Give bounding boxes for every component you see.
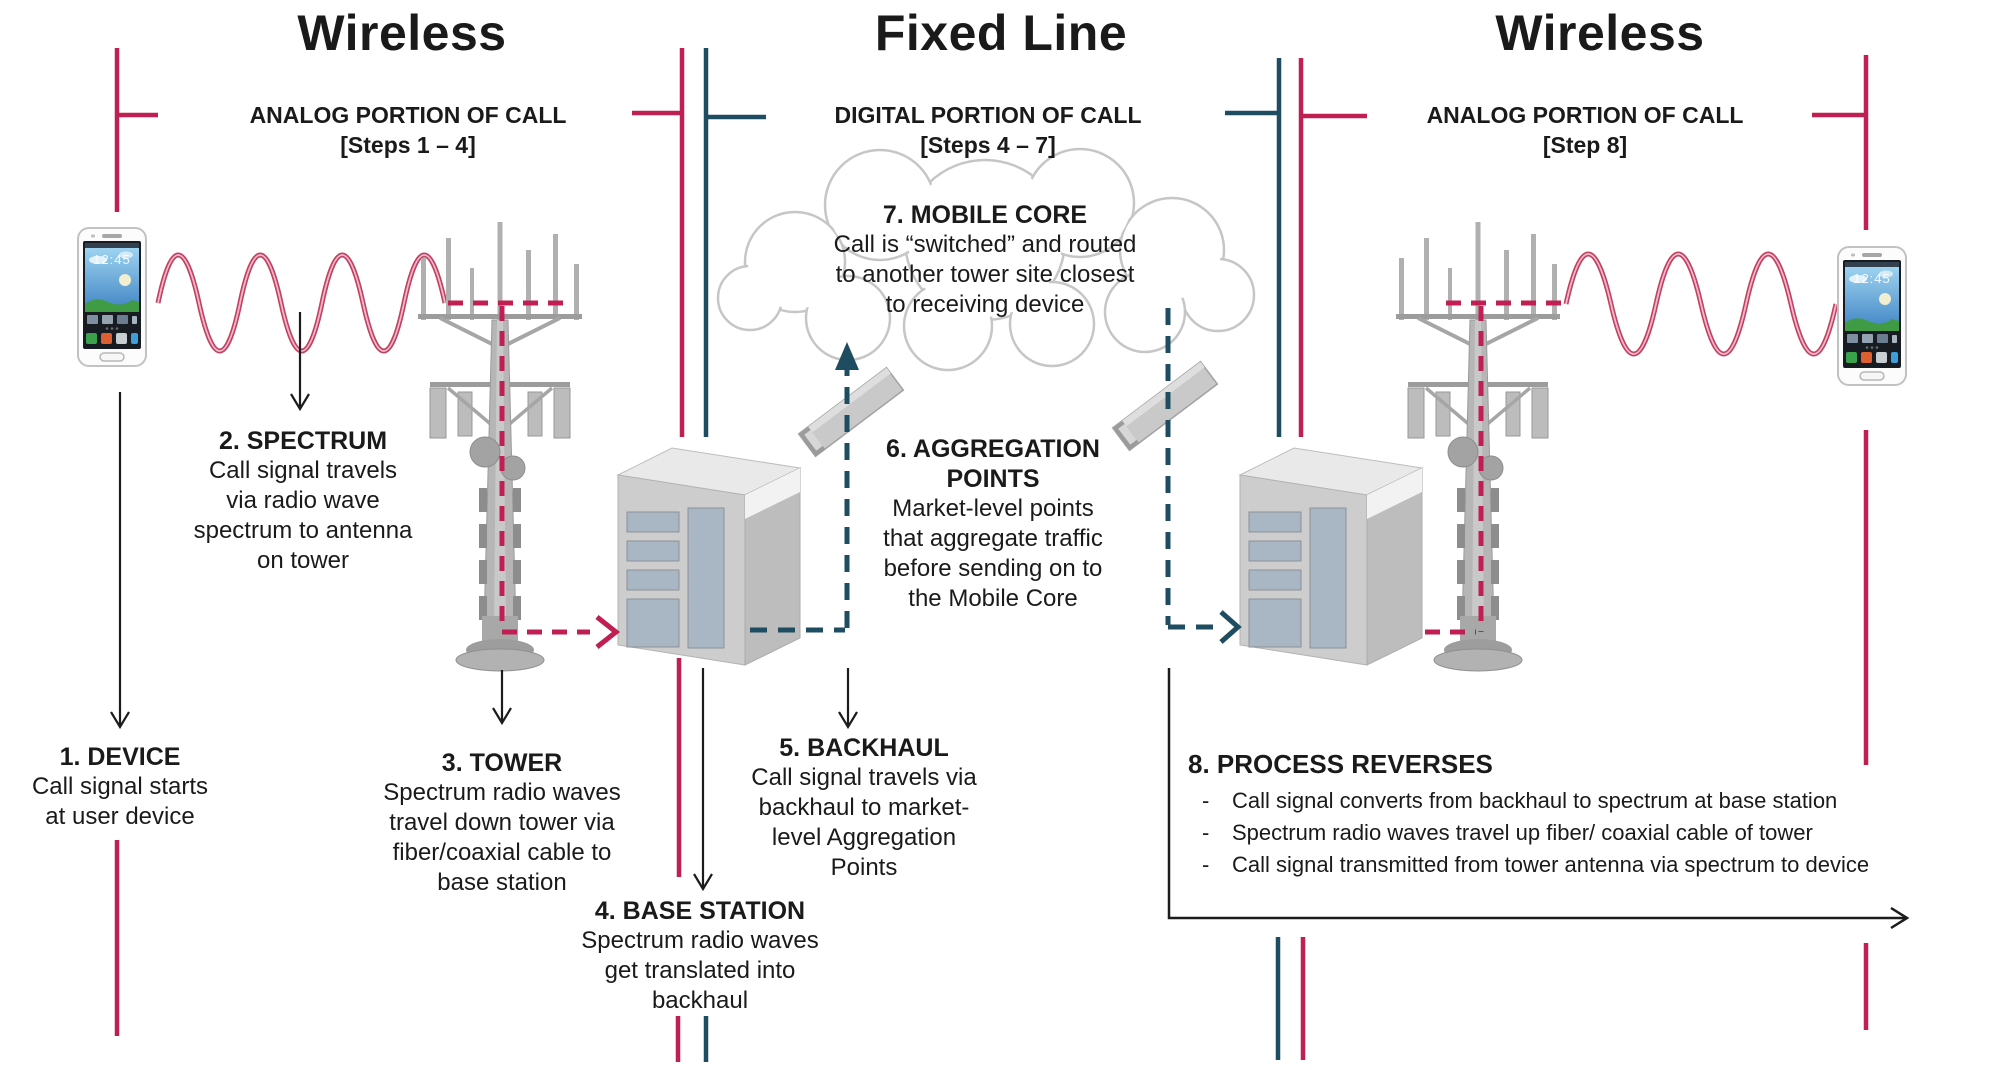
step-3-tower: 3. TOWER Spectrum radio waves travel dow… bbox=[383, 748, 620, 898]
bullet-dash: - bbox=[1202, 820, 1210, 845]
subtitle-line: [Steps 1 – 4] bbox=[340, 132, 476, 158]
step-2-spectrum: 2. SPECTRUM Call signal travels via radi… bbox=[194, 426, 413, 576]
step-6-aggregation-points: 6. AGGREGATION POINTS Market-level point… bbox=[883, 434, 1103, 614]
step-line: fiber/coaxial cable to bbox=[392, 839, 612, 866]
step-line: Call signal starts bbox=[31, 773, 209, 800]
step-line: base station bbox=[437, 869, 567, 896]
step-heading: 5. BACKHAUL bbox=[779, 734, 949, 762]
step-line: Spectrum radio waves bbox=[581, 927, 819, 954]
red-arrowhead-icon bbox=[595, 615, 621, 649]
arrow-down-icon bbox=[693, 668, 713, 892]
process-reverses-arrow bbox=[1167, 668, 1910, 930]
smartphone-icon bbox=[1837, 246, 1907, 386]
step-line: Call signal travels via bbox=[751, 764, 977, 791]
section-subtitle-right: ANALOG PORTION OF CALL [Step 8] bbox=[1427, 100, 1744, 160]
aggregation-point-icon bbox=[1111, 360, 1219, 452]
step-line: before sending on to bbox=[883, 555, 1103, 582]
step-heading: 7. MOBILE CORE bbox=[882, 201, 1088, 229]
bullet-text: Call signal converts from backhaul to sp… bbox=[1232, 788, 1838, 813]
step-8-process-reverses: 8. PROCESS REVERSES - Call signal conver… bbox=[1188, 748, 1869, 881]
bullet-text: Spectrum radio waves travel up fiber/ co… bbox=[1232, 820, 1813, 845]
phone-clock: 12:45 bbox=[1853, 271, 1891, 286]
step-heading: 8. PROCESS REVERSES bbox=[1188, 749, 1493, 779]
section-subtitle-middle: DIGITAL PORTION OF CALL [Steps 4 – 7] bbox=[834, 100, 1141, 160]
digital-boundary-lines-teal bbox=[703, 48, 1282, 1062]
step-heading: POINTS bbox=[946, 465, 1040, 493]
red-dashed-path bbox=[448, 300, 590, 635]
step-heading: 2. SPECTRUM bbox=[218, 427, 388, 455]
radio-wave bbox=[1563, 251, 1839, 357]
phone-clock: 12:45 bbox=[93, 252, 131, 267]
section-subtitle-left: ANALOG PORTION OF CALL [Steps 1 – 4] bbox=[250, 100, 567, 160]
bullet-dash: - bbox=[1202, 788, 1210, 813]
teal-arrowhead-icon bbox=[1219, 610, 1242, 644]
subtitle-line: DIGITAL PORTION OF CALL bbox=[834, 102, 1142, 128]
step-line: at user device bbox=[45, 803, 195, 830]
step-line: via radio wave bbox=[226, 487, 380, 514]
subtitle-line: ANALOG PORTION OF CALL bbox=[249, 102, 567, 128]
step-1-device: 1. DEVICE Call signal starts at user dev… bbox=[32, 742, 208, 832]
red-dashed-path bbox=[1425, 300, 1566, 635]
mobile-core-cloud-icon bbox=[716, 147, 1256, 372]
base-station-icon bbox=[617, 447, 801, 666]
teal-up-arrowhead-icon bbox=[835, 342, 859, 370]
section-title-wireless-right: Wireless bbox=[1495, 5, 1705, 61]
step-line: Market-level points bbox=[892, 495, 1094, 522]
step-line: get translated into bbox=[604, 957, 796, 984]
step-line: Call signal travels bbox=[208, 457, 398, 484]
teal-dashed-path bbox=[750, 368, 850, 633]
bullet-dash: - bbox=[1202, 852, 1210, 877]
arrow-down-icon bbox=[110, 392, 130, 730]
step-4-base-station: 4. BASE STATION Spectrum radio waves get… bbox=[581, 896, 818, 1016]
step-heading: 6. AGGREGATION bbox=[886, 435, 1100, 463]
step-line: that aggregate traffic bbox=[883, 525, 1103, 552]
section-title-wireless-left: Wireless bbox=[297, 5, 507, 61]
subtitle-line: [Steps 4 – 7] bbox=[920, 132, 1056, 158]
base-station-icon bbox=[1239, 447, 1423, 666]
section-title-fixed-line: Fixed Line bbox=[874, 5, 1128, 61]
teal-dashed-path bbox=[1165, 308, 1218, 630]
step-line: Spectrum radio waves bbox=[383, 779, 621, 806]
arrow-down-icon bbox=[492, 670, 512, 726]
step-bullet: - Call signal transmitted from tower ant… bbox=[1188, 849, 1869, 881]
step-line: to another tower site closest bbox=[835, 261, 1135, 288]
step-line: the Mobile Core bbox=[908, 585, 1078, 612]
step-bullet: - Call signal converts from backhaul to … bbox=[1188, 785, 1869, 817]
step-line: on tower bbox=[256, 547, 350, 574]
step-line: to receiving device bbox=[885, 291, 1085, 318]
radio-wave bbox=[155, 252, 448, 354]
step-line: backhaul to market- bbox=[758, 794, 970, 821]
bullet-text: Call signal transmitted from tower anten… bbox=[1232, 852, 1870, 877]
analog-boundary-lines-red bbox=[114, 48, 1869, 1062]
step-line: spectrum to antenna bbox=[193, 517, 413, 544]
step-heading: 4. BASE STATION bbox=[594, 897, 806, 925]
arrow-down-icon bbox=[290, 312, 310, 412]
step-line: travel down tower via bbox=[389, 809, 615, 836]
step-heading: 3. TOWER bbox=[441, 749, 563, 777]
step-line: backhaul bbox=[651, 987, 749, 1014]
step-line: Points bbox=[830, 854, 898, 881]
smartphone-icon bbox=[77, 227, 147, 367]
step-line: Call is “switched” and routed bbox=[833, 231, 1137, 258]
subtitle-line: ANALOG PORTION OF CALL bbox=[1426, 102, 1744, 128]
step-7-mobile-core: 7. MOBILE CORE Call is “switched” and ro… bbox=[834, 200, 1137, 320]
subtitle-line: [Step 8] bbox=[1542, 132, 1628, 158]
step-line: level Aggregation bbox=[771, 824, 957, 851]
arrow-down-icon bbox=[838, 668, 858, 730]
step-5-backhaul: 5. BACKHAUL Call signal travels via back… bbox=[751, 733, 976, 883]
step-bullet: - Spectrum radio waves travel up fiber/ … bbox=[1188, 817, 1869, 849]
step-heading: 1. DEVICE bbox=[59, 743, 181, 771]
